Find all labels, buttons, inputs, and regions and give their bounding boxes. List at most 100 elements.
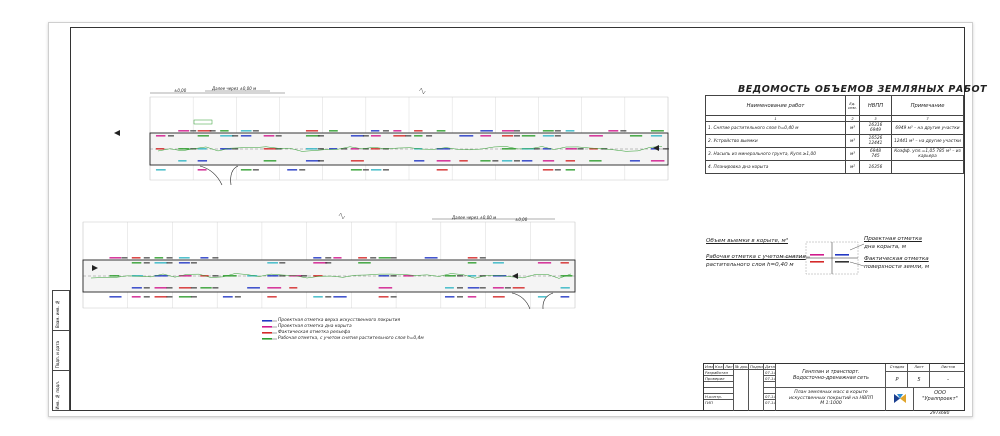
elevation-mark (313, 257, 322, 259)
elevation-mark (178, 262, 190, 264)
elevation-mark (501, 130, 515, 132)
elevation-mark (565, 169, 576, 171)
key-mark (835, 254, 849, 256)
elevation-mark (492, 262, 504, 264)
elevation-mark (279, 275, 286, 277)
label-frame (193, 119, 213, 125)
elevation-mark (154, 257, 164, 259)
elevation-mark (333, 296, 347, 298)
elevation-mark (362, 169, 369, 171)
table-row: 3. Насыпь из минерального грунта, Купл.≥… (705, 147, 964, 161)
elevation-mark (350, 148, 360, 150)
key-diagram (780, 241, 865, 275)
elevation-mark (247, 275, 258, 277)
direction-arrow (653, 145, 659, 151)
elevation-mark (537, 262, 552, 264)
elevation-mark (200, 287, 212, 289)
elevation-mark (542, 135, 554, 137)
drawing-sheet (48, 22, 973, 417)
side-stamp: Взам. инв. № Подп. и дата Инв. № подл. (52, 290, 70, 411)
elevation-mark (313, 296, 323, 298)
elevation-mark (403, 275, 414, 277)
sheet-title-2: искусственных покрытий на НВПП (788, 395, 874, 401)
elevation-mark (350, 135, 364, 137)
elevation-mark (560, 296, 570, 298)
elevation-mark (444, 275, 456, 277)
legend-item: Рабочая отметка, с учетом снятия растите… (278, 336, 424, 341)
elevation-mark (480, 130, 493, 132)
elevation-mark (240, 169, 252, 171)
elevation-mark (220, 130, 229, 132)
elevation-mark (232, 135, 239, 137)
plan-strip-top (114, 87, 669, 186)
direction-arrow (512, 273, 518, 279)
elevation-mark (131, 262, 142, 264)
elevation-mark (275, 148, 282, 150)
elevation-mark (521, 160, 533, 162)
elevation-mark (577, 148, 584, 150)
elevation-mark (121, 257, 128, 259)
curb-curve (199, 165, 223, 186)
elevation-mark (325, 262, 332, 264)
elevation-mark (197, 148, 207, 150)
legend-swatch (262, 320, 272, 322)
table-header: НВПП (859, 95, 892, 116)
elevation-mark (662, 148, 669, 150)
elevation-mark (521, 135, 536, 137)
elevation-mark (109, 275, 120, 277)
elevation-mark (263, 160, 277, 162)
top-dim-label: ±0,00 (174, 88, 187, 93)
title-block: Изм. Кол.уч. Лист № док. Подпись Дата Ра… (703, 363, 965, 411)
elevation-mark (560, 287, 570, 289)
elevation-mark (325, 296, 332, 298)
elevation-mark (414, 160, 425, 162)
elevation-mark (220, 148, 232, 150)
elevation-mark (589, 135, 603, 137)
elevation-mark (362, 148, 369, 150)
elevation-mark (317, 160, 324, 162)
elevation-mark (131, 287, 142, 289)
elevation-mark (467, 275, 477, 277)
legend-item: Проектная отметка верха искусственного п… (278, 318, 401, 323)
elevation-mark (608, 130, 619, 132)
elevation-mark (378, 287, 393, 289)
elevation-mark (650, 160, 665, 162)
elevation-mark (390, 257, 397, 259)
elevation-mark (436, 169, 448, 171)
table-header: Ед. изм. (845, 95, 860, 116)
elevation-mark (513, 130, 520, 132)
elevation-mark (467, 257, 478, 259)
elevation-mark (190, 130, 197, 132)
elevation-mark (155, 148, 165, 150)
elevation-mark (426, 135, 433, 137)
elevation-mark (313, 262, 328, 264)
elevation-mark (480, 160, 491, 162)
elevation-mark (222, 275, 237, 277)
elevation-mark (267, 296, 277, 298)
elevation-mark (589, 148, 598, 150)
elevation-mark (197, 135, 209, 137)
elevation-mark (479, 275, 486, 277)
elevation-mark (542, 148, 552, 150)
elevation-mark (287, 169, 298, 171)
elevation-mark (166, 287, 173, 289)
elevation-mark (501, 135, 514, 137)
elevation-mark (212, 287, 219, 289)
elevation-mark (414, 130, 423, 132)
volume-table-title: ВЕДОМОСТЬ ОБЪЕМОВ ЗЕМЛЯНЫХ РАБОТ (738, 84, 988, 95)
key-mark (835, 261, 849, 263)
elevation-mark (240, 135, 252, 137)
table-header: Наименование работ (705, 95, 846, 116)
elevation-mark (109, 257, 122, 259)
elevation-mark (456, 275, 463, 277)
elevation-mark (267, 287, 282, 289)
elevation-mark (501, 148, 516, 150)
key-mark (810, 261, 824, 263)
break-symbol (338, 212, 346, 220)
elevation-mark (301, 275, 308, 277)
sheet-title-1: План земляных масс в корыте (794, 390, 868, 395)
elevation-mark (178, 160, 187, 162)
key-actual-mark-label-1: Фактическая отметка (864, 256, 929, 262)
side-stamp-cell: Взам. инв. № (53, 291, 69, 331)
key-mark (810, 254, 824, 256)
